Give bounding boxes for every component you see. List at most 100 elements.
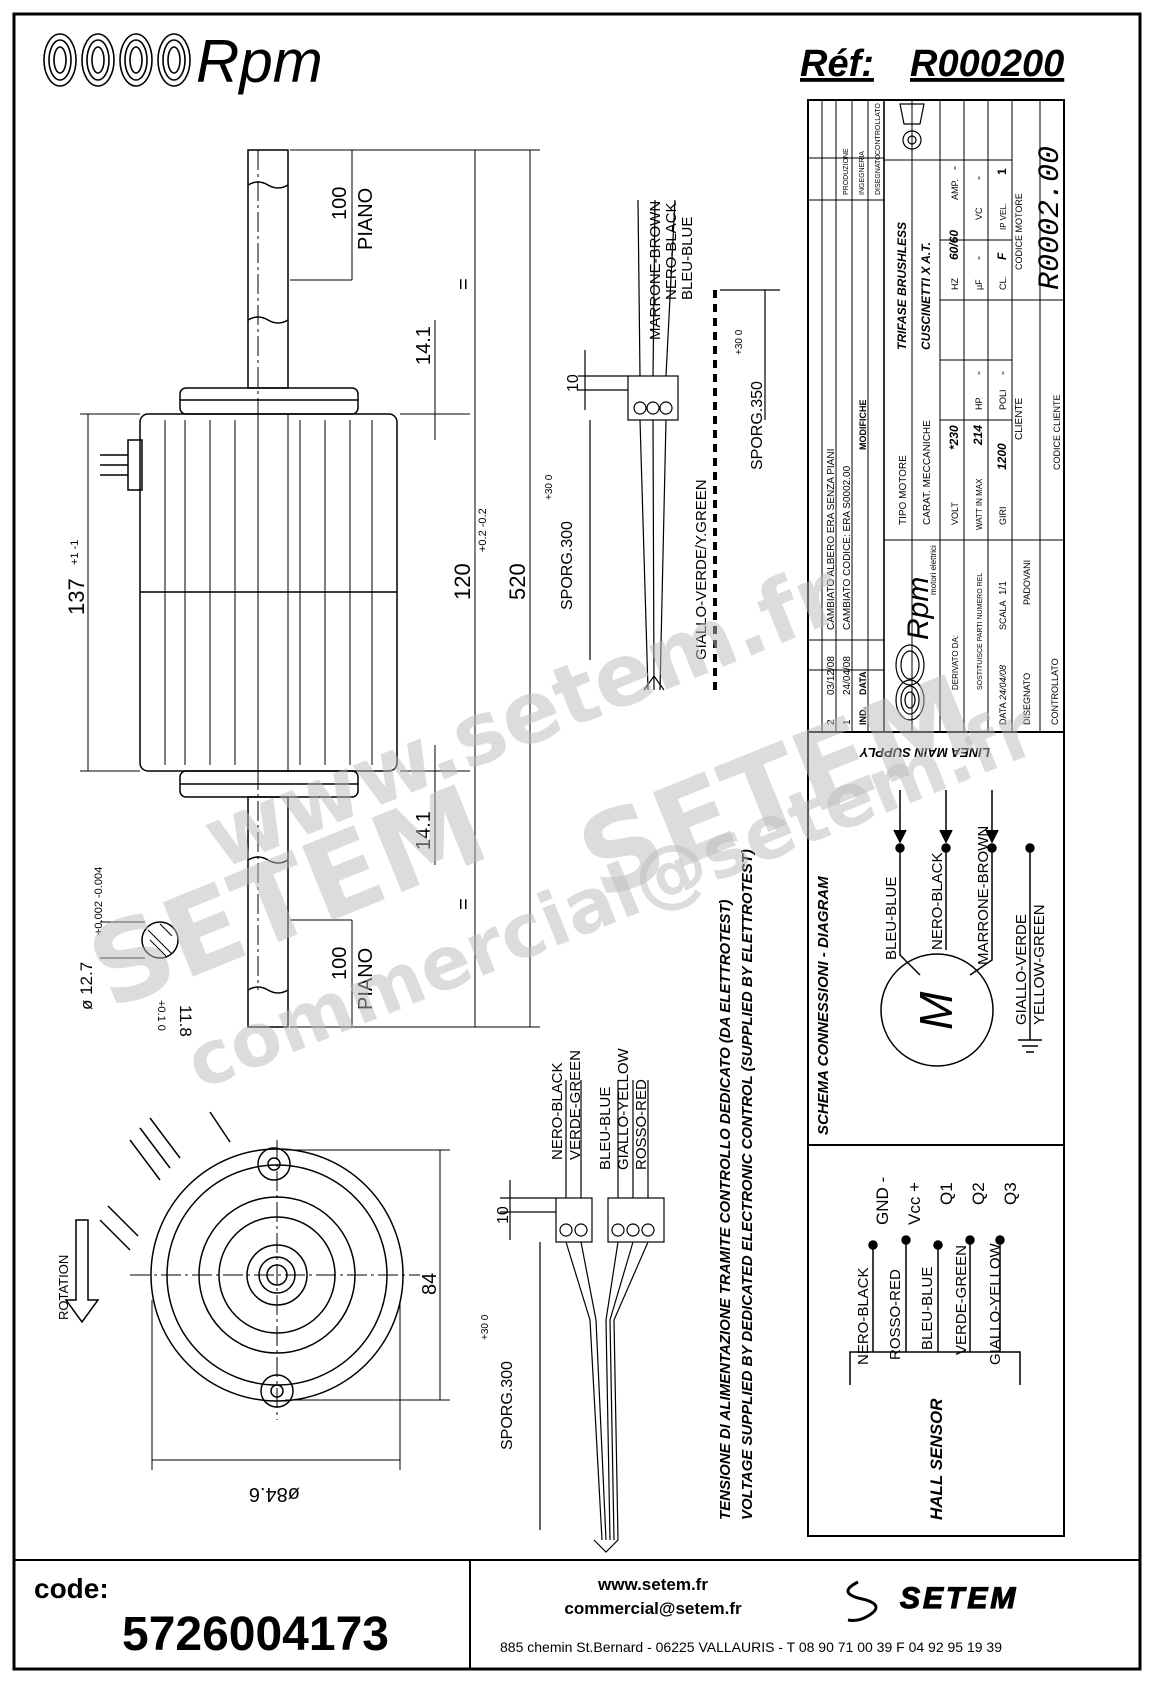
shaft-section [100, 921, 179, 959]
uf-label: µF [974, 279, 984, 290]
piano-top-length: 100 [329, 187, 351, 220]
hp-value: - [971, 371, 985, 375]
carat-value: CUSCINETTI X A.T. [919, 242, 933, 350]
supply-cable [578, 199, 780, 691]
ref-value: R000200 [910, 43, 1064, 85]
hall-wire-b1: BLEU-BLUE [597, 1087, 614, 1170]
rev1-ind: 1 [842, 719, 853, 725]
ip-label: IP VEL. [999, 203, 1008, 230]
ground-sporg: SPORG.350 [749, 381, 766, 470]
supply-pitch: 10 [565, 374, 582, 392]
vc-label: VC [974, 207, 984, 220]
volt-label: VOLT [950, 502, 960, 525]
codice-motore-label: CODICE MOTORE [1014, 193, 1024, 270]
core-tolerance: +0.2 -0.2 [477, 508, 489, 552]
vc-value: - [971, 176, 985, 180]
cl-label: CL. [998, 276, 1008, 290]
controllato-label: CONTROLLATO [1050, 658, 1060, 725]
hall-signal-q3: Q3 [1001, 1182, 1020, 1205]
ground-sporg-tol: +30 0 [734, 329, 745, 355]
equal-top: = [453, 278, 475, 290]
main-supply-label: LINEA MAIN SUPPLY [859, 745, 990, 760]
hz-value: 60/60 [947, 230, 961, 260]
code-value: 5726004173 [122, 1608, 389, 1661]
rotation-arrow [64, 1219, 100, 1324]
front-diameter: ø84.6 [249, 1483, 300, 1505]
diag-wire-3: MARRONE-BROWN [975, 826, 992, 965]
ip-value: 1 [995, 168, 1009, 175]
supply-sporg-tol: +30 0 [544, 474, 555, 500]
supply-wire-2: NERO-BLACK [663, 202, 680, 300]
volt-value: *230 [947, 425, 961, 450]
cliente-label: CLIENTE [1014, 397, 1025, 440]
giri-value: 1200 [995, 443, 1009, 470]
diag-ground-1: GIALLO-VERDE [1013, 914, 1030, 1025]
total-length: 520 [505, 563, 530, 600]
watt-label: WATT IN MAX [975, 478, 984, 530]
footer-email: commercial@setem.fr [564, 1599, 742, 1618]
rev2-ind: 2 [826, 719, 837, 725]
watt-value: 214 [971, 425, 985, 446]
tipo-motore-label: TIPO MOTORE [898, 455, 909, 525]
hall-sensor-wire-2: ROSSO-RED [887, 1269, 904, 1360]
note-italian: TENSIONE DI ALIMENTAZIONE TRAMITE CONTRO… [717, 899, 734, 1520]
scala-value: 1/1 [998, 581, 1009, 595]
flange-bot-dim: 14.1 [413, 811, 435, 850]
sign-4: PRODUZIONE [843, 148, 850, 195]
carat-label: CARAT. MECCANICHE [922, 420, 933, 525]
supply-wire-3: BLEU-BLUE [679, 217, 696, 300]
amp-label: AMP. [950, 179, 960, 200]
rev1-date: 24/04/08 [842, 656, 853, 695]
rev2-date: 03/12/08 [826, 656, 837, 695]
sign-2: CONTROLLATO [875, 103, 882, 155]
title-block-frame [807, 99, 1065, 1537]
flat-dimension: 11.8 [176, 1005, 195, 1037]
sign-1: DISEGNATO [875, 154, 882, 195]
setem-logo: SETEM [846, 1580, 1016, 1622]
code-label: code: [34, 1573, 109, 1604]
body-length: 137 [64, 578, 89, 615]
connection-diagram [880, 790, 1042, 1067]
brand-name: Rpm [196, 28, 323, 95]
core-length: 120 [450, 563, 475, 600]
motor-symbol: M [910, 991, 962, 1030]
piano-bot-label: PIANO [355, 948, 377, 1010]
codice-cliente-label: CODICE CLIENTE [1052, 394, 1062, 470]
data-value: 24/04/08 [998, 665, 1008, 701]
sign-3: INGEGNERIA [859, 151, 866, 195]
motor-side-view [100, 149, 398, 1028]
hall-wire-b3: ROSSO-RED [633, 1079, 650, 1170]
shaft-tolerance: +0.002 -0.004 [93, 867, 105, 935]
giri-label: GIRI [998, 506, 1008, 525]
hall-sensor-title: HALL SENSOR [927, 1398, 946, 1520]
hall-sensor-wire-5: GIALLO-YELLOW [987, 1242, 1004, 1365]
rev2-text: CAMBIATO ALBERO ERA SENZA PIANI [826, 449, 837, 630]
hall-pitch: 10 [495, 1206, 512, 1224]
hall-wire-b2: GIALLO-YELLOW [615, 1047, 632, 1170]
footer-web: www.setem.fr [597, 1575, 708, 1594]
rpm-small-sub: motori elettrici [929, 545, 938, 595]
rpm-small-logo [895, 644, 925, 721]
hall-sensor-diagram [849, 1235, 1021, 1385]
disegnato-label: DISEGNATO [1022, 673, 1032, 725]
hall-sensor-wire-3: BLEU-BLUE [919, 1267, 936, 1350]
hall-signal-q1: Q1 [937, 1182, 956, 1205]
hz-label: HZ [950, 278, 960, 290]
hall-sporg: SPORG.300 [499, 1361, 516, 1450]
piano-bot-length: 100 [329, 947, 351, 980]
poli-value: - [995, 371, 1009, 375]
hall-signal-gnd: GND - [873, 1177, 892, 1225]
piano-top-label: PIANO [355, 188, 377, 250]
tipo-motore: TRIFASE BRUSHLESS [895, 222, 909, 350]
poli-label: POLI [998, 389, 1008, 410]
diag-ground-2: YELLOW-GREEN [1031, 904, 1048, 1025]
derivato-label: DERIVATO DA: [951, 635, 960, 690]
flange-top-dim: 14.1 [413, 326, 435, 365]
shaft-diameter: ø 12.7 [77, 962, 96, 1010]
hall-sensor-wire-1: NERO-BLACK [855, 1267, 872, 1365]
scala-label: SCALA [998, 600, 1008, 630]
hall-wire-a1: NERO-BLACK [549, 1062, 566, 1160]
front-height: 84 [419, 1273, 441, 1295]
hp-label: HP [974, 397, 984, 410]
body-tolerance: +1 -1 [69, 540, 81, 565]
